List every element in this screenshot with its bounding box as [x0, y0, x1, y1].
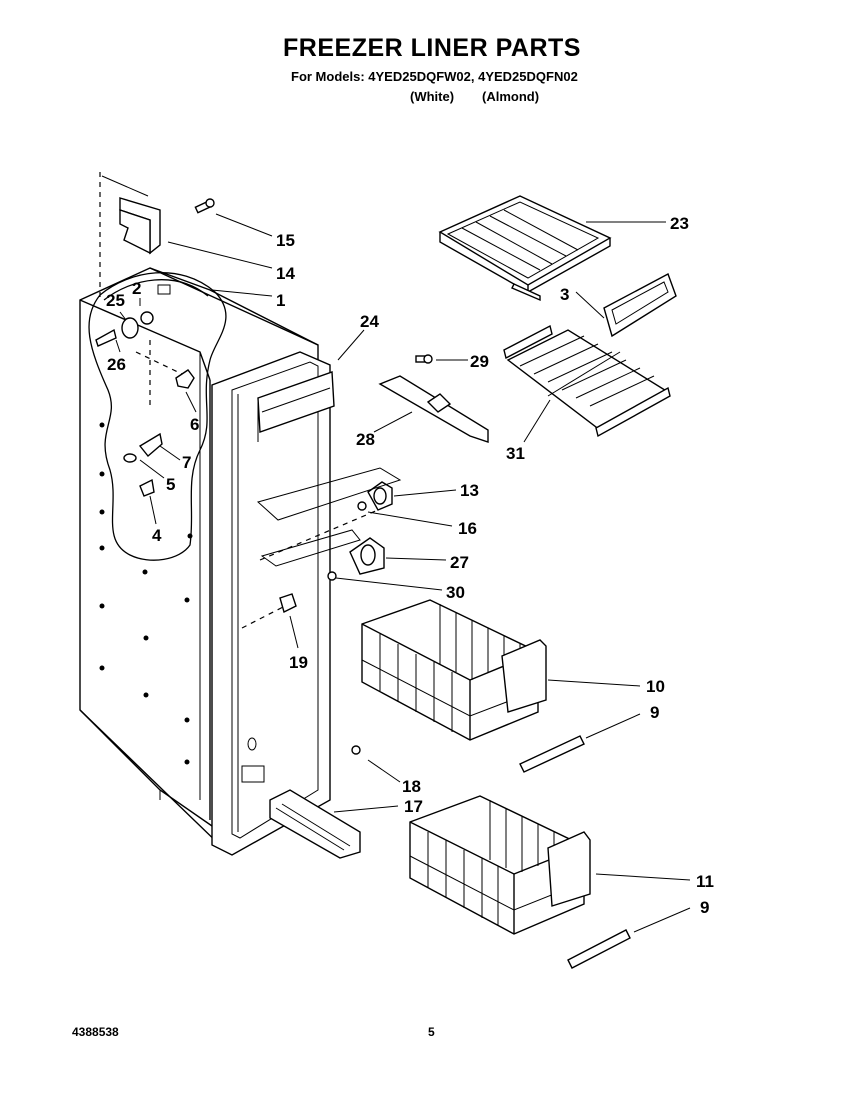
- callout-2: 2: [132, 279, 141, 298]
- callout-28: 28: [356, 430, 375, 449]
- callout-6: 6: [190, 415, 199, 434]
- part-6: [175, 369, 195, 389]
- callout-27: 27: [450, 553, 469, 572]
- variant-almond: (Almond): [482, 89, 540, 104]
- rail-part-28: [378, 375, 489, 443]
- page-title: FREEZER LINER PARTS: [283, 34, 581, 62]
- part-7: [138, 432, 163, 458]
- callout-23: 23: [670, 214, 689, 233]
- callout-18: 18: [402, 777, 421, 796]
- part-2-and-25-cluster: [95, 311, 154, 347]
- screw-part-15: [194, 198, 215, 214]
- callout-1: 1: [276, 291, 285, 310]
- slide-part-9-lower: [567, 929, 631, 969]
- callout-3: 3: [560, 285, 569, 304]
- callout-13: 13: [460, 481, 479, 500]
- clip-part-19: [279, 593, 297, 614]
- callout-31: 31: [506, 444, 525, 463]
- callout-7: 7: [182, 453, 191, 472]
- slide-part-9-upper: [519, 735, 585, 773]
- shelf-part-23: [438, 195, 612, 302]
- panel-part-24: [257, 371, 335, 442]
- screw-part-30: [327, 571, 337, 581]
- doc-number: 4388538: [72, 1025, 119, 1039]
- models-line: For Models: 4YED25DQFW02, 4YED25DQFN02: [291, 69, 578, 84]
- callout-9-upper: 9: [650, 703, 659, 722]
- callout-17: 17: [404, 797, 423, 816]
- basket-part-10: [361, 599, 547, 741]
- callout-29: 29: [470, 352, 489, 371]
- callout-10: 10: [646, 677, 665, 696]
- callout-30: 30: [446, 583, 465, 602]
- screw-part-29: [415, 354, 433, 364]
- callout-26: 26: [107, 355, 126, 374]
- bracket-part-14: [101, 175, 161, 255]
- callout-5: 5: [166, 475, 175, 494]
- callout-4: 4: [152, 526, 162, 545]
- callout-14: 14: [276, 264, 295, 283]
- callout-19: 19: [289, 653, 308, 672]
- wire-shelf-part-31: [503, 324, 671, 438]
- callout-25: 25: [106, 291, 125, 310]
- variant-white: (White): [410, 89, 455, 104]
- frame-part-3: [603, 273, 677, 338]
- part-4: [139, 478, 155, 497]
- part-5: [123, 453, 137, 463]
- callout-24: 24: [360, 312, 379, 331]
- callout-16: 16: [458, 519, 477, 538]
- callout-11: 11: [696, 872, 714, 891]
- trim-part-17: [269, 789, 361, 859]
- page-number: 5: [428, 1025, 435, 1039]
- callout-9-lower: 9: [700, 898, 709, 917]
- basket-part-11: [409, 795, 591, 935]
- screw-part-18: [351, 745, 361, 755]
- callout-15: 15: [276, 231, 295, 250]
- screw-part-16: [357, 501, 367, 511]
- bracket-part-27: [349, 537, 385, 575]
